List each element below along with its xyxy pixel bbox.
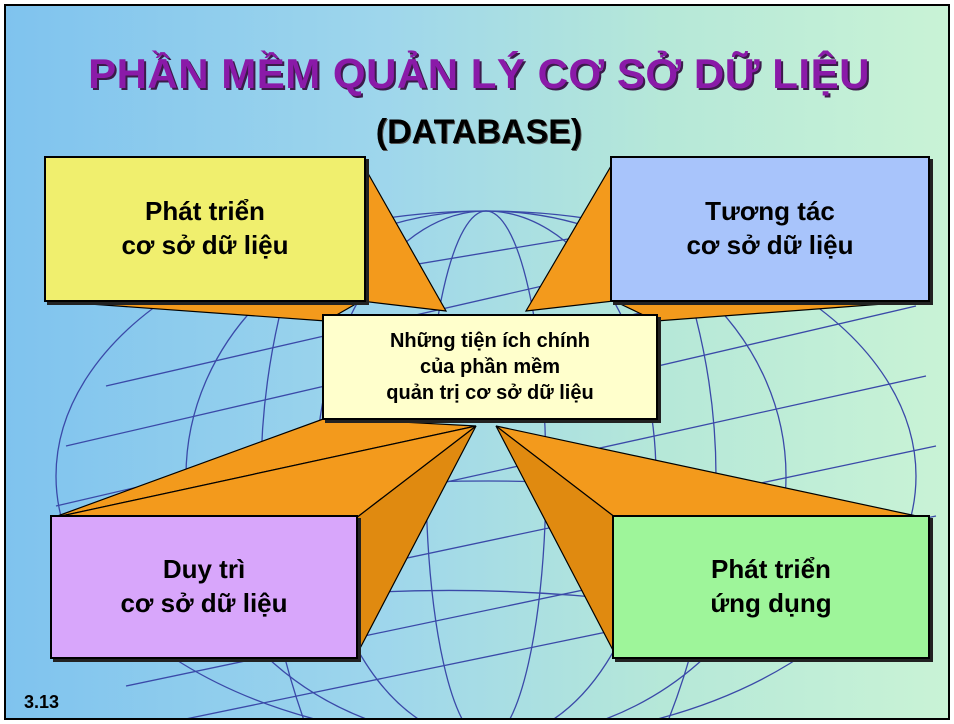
box-line: cơ sở dữ liệu bbox=[120, 588, 288, 618]
page-number: 3.13 bbox=[24, 692, 60, 712]
box-line: cơ sở dữ liệu bbox=[121, 230, 289, 260]
center-box: Những tiện ích chính của phần mềm quản t… bbox=[322, 314, 658, 420]
box-tuong-tac-csdl: Tương tác cơ sở dữ liệu bbox=[610, 156, 930, 302]
center-line: của phần mềm bbox=[419, 356, 561, 378]
slide: PHẦN MỀM QUẢN LÝ CƠ SỞ DỮ LIỆU (DATABASE… bbox=[4, 4, 950, 720]
box-line: Phát triển bbox=[145, 196, 265, 227]
star-arm bbox=[613, 300, 925, 322]
star-arm bbox=[524, 158, 615, 312]
box-phat-trien-ung-dung: Phát triển ứng dụng bbox=[612, 515, 930, 659]
box-phat-trien-csdl: Phát triển cơ sở dữ liệu bbox=[44, 156, 366, 302]
globe-background bbox=[47, 158, 937, 718]
box-line: ứng dụng bbox=[710, 588, 832, 618]
slide-title: PHẦN MỀM QUẢN LÝ CƠ SỞ DỮ LIỆU bbox=[88, 50, 870, 97]
box-line: Duy trì bbox=[162, 554, 246, 585]
star-shape bbox=[47, 158, 927, 657]
box-line: Tương tác bbox=[705, 196, 835, 227]
box-duy-tri-csdl: Duy trì cơ sở dữ liệu bbox=[50, 515, 358, 659]
box-line: Phát triển bbox=[711, 554, 831, 585]
center-line: quản trị cơ sở dữ liệu bbox=[386, 382, 594, 404]
box-line: cơ sở dữ liệu bbox=[686, 230, 854, 260]
star-arm bbox=[360, 158, 448, 312]
slide-subtitle: (DATABASE) bbox=[375, 113, 583, 151]
center-line: Những tiện ích chính bbox=[389, 330, 591, 352]
star-arm bbox=[47, 300, 364, 322]
